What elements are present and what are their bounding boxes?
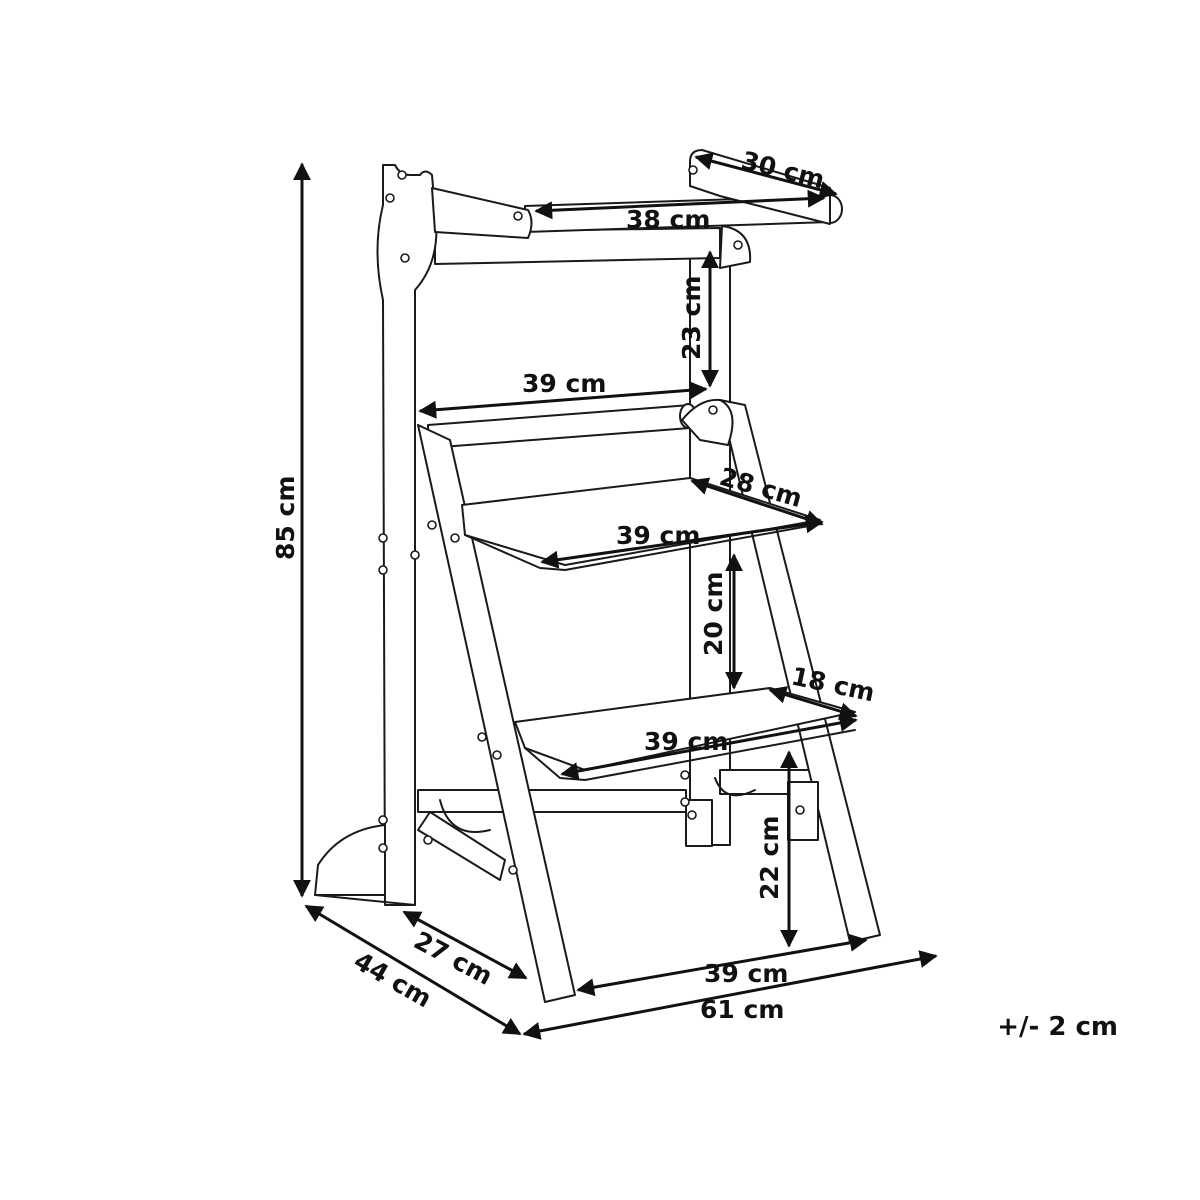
label-base-width: 61 cm (700, 995, 784, 1024)
guard-rail (427, 404, 691, 449)
dim-line-upper-step-width (540, 515, 824, 569)
label-lower-step-height: 22 cm (755, 816, 784, 900)
label-top-gap-height: 23 cm (677, 276, 706, 360)
label-step-gap-height: 20 cm (699, 572, 728, 656)
dim-line-guard-rail-width (418, 381, 708, 419)
tower-outline (314, 149, 881, 1003)
dim-line-top-bar-depth (694, 152, 838, 199)
label-lower-step-width: 39 cm (644, 727, 728, 756)
left-lower-notch (439, 799, 491, 833)
dim-line-lower-step-width (560, 714, 858, 780)
right-lower-notch (714, 777, 756, 797)
dim-line-base-width (522, 950, 938, 1040)
dim-line-base-depth (304, 904, 522, 1036)
left-foot-base (314, 894, 416, 906)
left-foot (314, 824, 386, 896)
top-left-bracket (431, 187, 533, 239)
label-upper-step-width: 39 cm (616, 521, 700, 550)
back-lower-rail (417, 789, 687, 813)
left-lower-crossbar (417, 811, 506, 881)
tolerance-note: +/- 2 cm (997, 1012, 1118, 1042)
dimension-labels: 30 cm 38 cm 23 cm 39 cm 28 cm 39 cm 20 c… (271, 146, 877, 1024)
dimension-lines (293, 152, 938, 1040)
back-right-post-foot (685, 799, 713, 847)
dim-line-lower-step-depth (768, 686, 858, 720)
label-guard-rail-width: 39 cm (522, 369, 606, 398)
label-top-bar-width: 38 cm (626, 205, 710, 234)
label-base-inner-width: 39 cm (704, 959, 788, 988)
dim-line-top-bar-width (534, 189, 826, 220)
label-total-height: 85 cm (271, 476, 300, 560)
